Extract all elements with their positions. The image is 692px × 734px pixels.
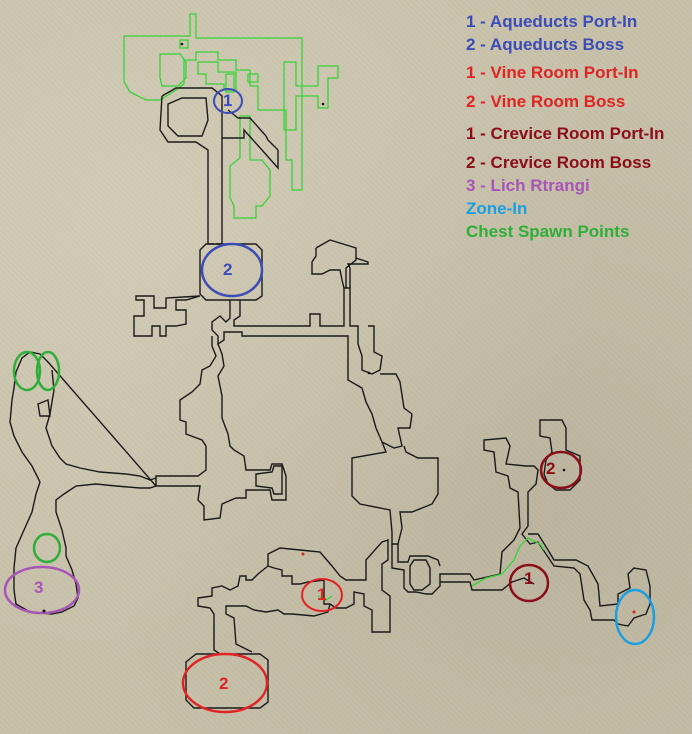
vine-boss-label: 2: [219, 674, 229, 693]
aqueducts-boss-label: 2: [223, 260, 233, 279]
legend-aqueducts-boss: 2 - Aqueducts Boss: [466, 35, 625, 54]
chest-spawn-marker: [35, 350, 61, 392]
legend-chest-spawn: Chest Spawn Points: [466, 222, 630, 241]
dungeon-walls: [9, 87, 651, 709]
aqueducts-port-in-label: 1: [223, 91, 233, 110]
crevice-boss-label: 2: [546, 459, 556, 478]
crevice-port-in-label: 1: [524, 569, 534, 588]
vine-boss-marker: [181, 652, 269, 714]
legend-vine-boss: 2 - Vine Room Boss: [466, 92, 626, 111]
legend-crevice-port-in: 1 - Crevice Room Port-In: [466, 124, 665, 143]
lich-label: 3: [34, 578, 44, 597]
legend-vine-port-in: 1 - Vine Room Port-In: [466, 63, 639, 82]
lich-marker: [3, 565, 81, 615]
legend-crevice-boss: 2 - Crevice Room Boss: [466, 153, 652, 172]
vine-port-in-marker: [301, 578, 343, 612]
legend-aqueducts-port-in: 1 - Aqueducts Port-In: [466, 12, 638, 31]
chest-spawn-marker: [32, 532, 62, 564]
vine-dot: [301, 552, 305, 556]
crevice-boss-marker: [539, 450, 583, 490]
zone-in-dot: [632, 610, 636, 614]
zone-in-marker: [614, 588, 656, 646]
map-legend: 1 - Aqueducts Port-In 2 - Aqueducts Boss…: [466, 10, 688, 243]
legend-lich: 3 - Lich Rtrangi: [466, 176, 590, 195]
chest-spawn-marker: [12, 350, 42, 392]
crevice-port-in-marker: [508, 563, 550, 603]
upper-level-walls: [123, 13, 339, 219]
spawn-dots: [42, 42, 566, 613]
legend-zone-in: Zone-In: [466, 199, 528, 218]
vine-port-in-label: 1: [317, 585, 327, 604]
aqueducts-boss-marker: [200, 242, 264, 298]
aqueducts-port-in-marker: [213, 88, 243, 114]
green-overlays: [317, 537, 545, 601]
